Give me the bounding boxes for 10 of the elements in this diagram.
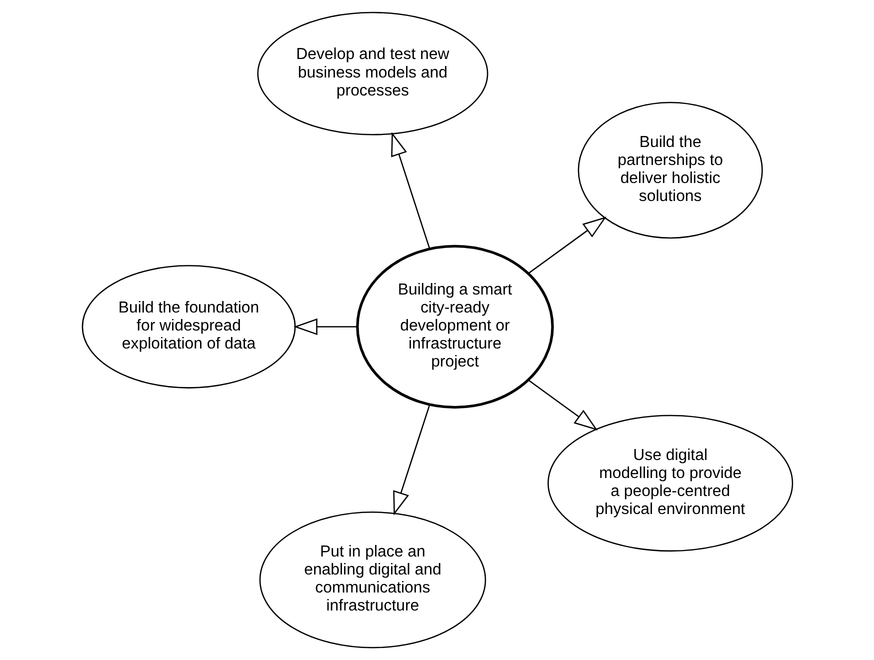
node-ellipse: Build the foundation for widespread exploitation of data [81,265,296,388]
arrow [527,216,606,274]
arrow [390,132,430,250]
node-ellipse: Develop and test new business models and processes [256,12,488,136]
node-ellipse: Building a smart city-ready development or infrastructure project [356,244,554,409]
arrow [293,318,356,336]
arrow [392,404,430,516]
arrow [527,379,598,430]
node-ellipse: Put in place an enabling digital and communications infrastructure [258,512,486,648]
node-ellipse: Use digital modelling to provide a people-centred physical environment [547,414,793,552]
